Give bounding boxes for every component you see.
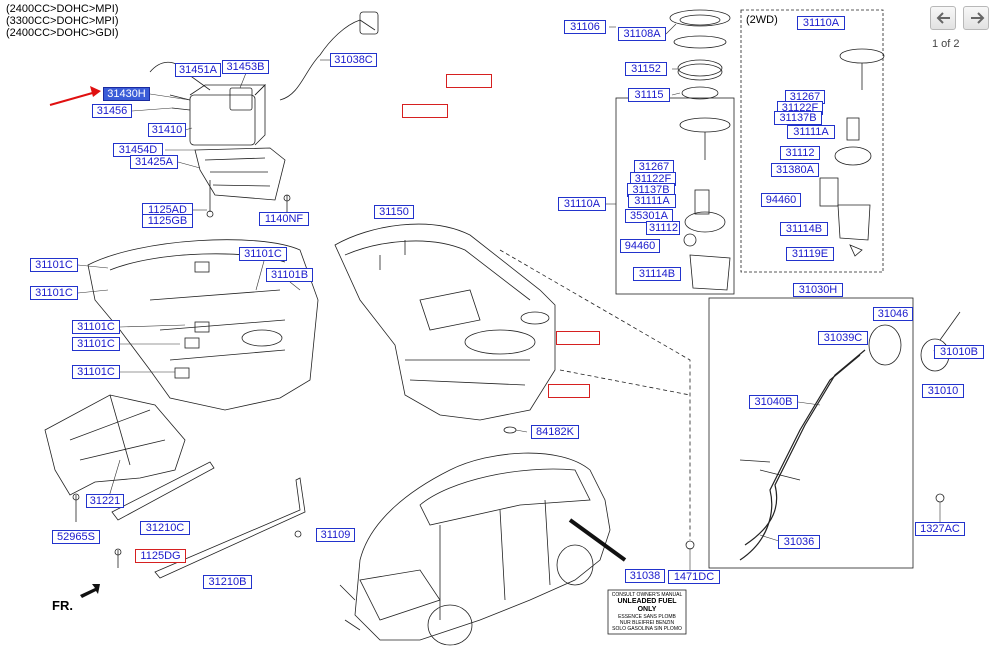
engine-spec-line-2: (3300CC>DOHC>MPI) <box>6 15 119 27</box>
part-label-31115[interactable]: 31115 <box>628 88 670 102</box>
part-label-1140nf[interactable]: 1140NF <box>259 212 309 226</box>
part-label-31038c[interactable]: 31038C <box>330 53 377 67</box>
part-label-52965s[interactable]: 52965S <box>52 530 100 544</box>
part-label-31030h[interactable]: 31030H <box>793 283 843 297</box>
part-label-31453b[interactable]: 31453B <box>222 60 269 74</box>
part-label-35301a[interactable]: 35301A <box>625 209 673 223</box>
strap-31210b <box>154 477 306 579</box>
part-label-31456[interactable]: 31456 <box>92 104 132 118</box>
next-page-button[interactable] <box>963 6 989 30</box>
part-label-31410[interactable]: 31410 <box>148 123 186 137</box>
part-label-31114b-b[interactable]: 31114B <box>780 222 828 236</box>
fuel-tank <box>334 223 556 421</box>
part-label-31101c-6[interactable]: 31101C <box>239 247 287 261</box>
heat-shield-upper <box>87 239 319 411</box>
fuel-sticker-line-3: ESSENCE SANS PLOMB <box>618 614 676 620</box>
part-label-31110a-main[interactable]: 31110A <box>558 197 606 211</box>
part-label-31101c-5[interactable]: 31101C <box>72 365 120 379</box>
fuel-sticker-line-2: UNLEADED FUEL ONLY <box>617 598 677 613</box>
part-label-84182k[interactable]: 84182K <box>531 425 579 439</box>
canister-body <box>189 94 256 146</box>
part-label-31036[interactable]: 31036 <box>778 535 820 549</box>
part-label-31046[interactable]: 31046 <box>873 307 913 321</box>
group-2wd-label: (2WD) <box>745 14 779 26</box>
previous-page-button[interactable] <box>930 6 956 30</box>
fuel-sticker-frame <box>607 589 687 635</box>
part-label-1125gb[interactable]: 1125GB <box>142 214 193 228</box>
part-label-31454d[interactable]: 31454D <box>113 143 163 157</box>
part-label-31101c-4[interactable]: 31101C <box>72 337 120 351</box>
fuel-sticker: CONSULT OWNER'S MANUAL UNLEADED FUEL ONL… <box>610 592 684 632</box>
part-label-31039c[interactable]: 31039C <box>818 331 868 345</box>
fuel-sticker-line-1: CONSULT OWNER'S MANUAL <box>611 592 683 598</box>
part-label-31101c-3[interactable]: 31101C <box>72 320 120 334</box>
canister-bracket <box>194 147 286 201</box>
part-label-31010[interactable]: 31010 <box>922 384 964 398</box>
part-label-31101c-1[interactable]: 31101C <box>30 258 78 272</box>
part-label-31221[interactable]: 31221 <box>86 494 124 508</box>
part-label-31267-b[interactable]: 31267 <box>785 90 825 104</box>
part-label-1471dc[interactable]: 1471DC <box>668 570 720 584</box>
pointer-arrow-icon <box>49 86 101 106</box>
part-label-31110a-2wd[interactable]: 31110A <box>797 16 845 30</box>
part-label-1327ac[interactable]: 1327AC <box>915 522 965 536</box>
heat-shield-lower <box>44 394 186 496</box>
part-label-31109[interactable]: 31109 <box>316 528 355 542</box>
part-label-31101c-2[interactable]: 31101C <box>30 286 78 300</box>
part-label-94460-a[interactable]: 94460 <box>620 239 660 253</box>
part-label-31152[interactable]: 31152 <box>625 62 667 76</box>
part-label-31106[interactable]: 31106 <box>564 20 606 34</box>
filler-pipe <box>739 354 861 561</box>
part-label-31451a[interactable]: 31451A <box>175 63 221 77</box>
arrow-right-icon <box>971 12 985 24</box>
part-label-31112-a[interactable]: 31112 <box>646 221 680 235</box>
page-indicator: 1 of 2 <box>932 38 960 50</box>
strap-31210c <box>111 461 215 521</box>
part-label-31101b[interactable]: 31101B <box>266 268 313 282</box>
part-label-31112-b[interactable]: 31112 <box>780 146 820 160</box>
part-label-31425a[interactable]: 31425A <box>130 155 178 169</box>
part-label-94460-b[interactable]: 94460 <box>761 193 801 207</box>
part-label-31210c[interactable]: 31210C <box>140 521 190 535</box>
part-label-31380a[interactable]: 31380A <box>771 163 819 177</box>
part-label-1125ad[interactable]: 1125AD <box>142 203 193 217</box>
part-label-31111a-a[interactable]: 31111A <box>628 194 676 208</box>
unlabeled-part-marker-3[interactable] <box>556 331 600 345</box>
part-label-31119e[interactable]: 31119E <box>786 247 834 261</box>
arrow-left-icon <box>936 12 950 24</box>
fuel-sticker-line-4: NUR BLEIFREI BENZIN <box>619 620 675 626</box>
part-label-31210b[interactable]: 31210B <box>203 575 252 589</box>
unlabeled-part-marker-1[interactable] <box>446 74 492 88</box>
engine-spec-line-1: (2400CC>DOHC>MPI) <box>6 3 119 15</box>
leader-dashed <box>499 249 691 540</box>
unlabeled-part-marker-4[interactable] <box>548 384 590 398</box>
part-label-31111a-b[interactable]: 31111A <box>787 125 835 139</box>
unlabeled-part-marker-2[interactable] <box>402 104 448 118</box>
part-label-31150[interactable]: 31150 <box>374 205 414 219</box>
front-direction-label: FR. <box>52 598 73 613</box>
filler-neck-frame <box>708 297 914 569</box>
line-connector <box>359 11 379 35</box>
pump-group-frame <box>615 97 735 295</box>
canister-filter <box>229 87 253 111</box>
part-label-1125dg[interactable]: 1125DG <box>135 549 186 563</box>
part-label-31430h[interactable]: 31430H <box>103 87 150 101</box>
fr-arrow-icon <box>80 584 100 598</box>
part-label-31038[interactable]: 31038 <box>625 569 665 583</box>
vehicle-body <box>354 452 611 641</box>
fuel-sticker-line-5: SOLO GASOLINA SIN PLOMO <box>612 626 682 632</box>
part-label-31114b-a[interactable]: 31114B <box>633 267 681 281</box>
part-label-31010b[interactable]: 31010B <box>934 345 984 359</box>
part-label-31137b-b[interactable]: 31137B <box>774 111 822 125</box>
vapor-line-31038c <box>279 19 376 101</box>
part-label-31040b[interactable]: 31040B <box>749 395 798 409</box>
part-label-31108a[interactable]: 31108A <box>618 27 666 41</box>
pump-group-2wd-frame <box>740 9 884 273</box>
engine-spec-line-3: (2400CC>DOHC>GDI) <box>6 27 119 39</box>
